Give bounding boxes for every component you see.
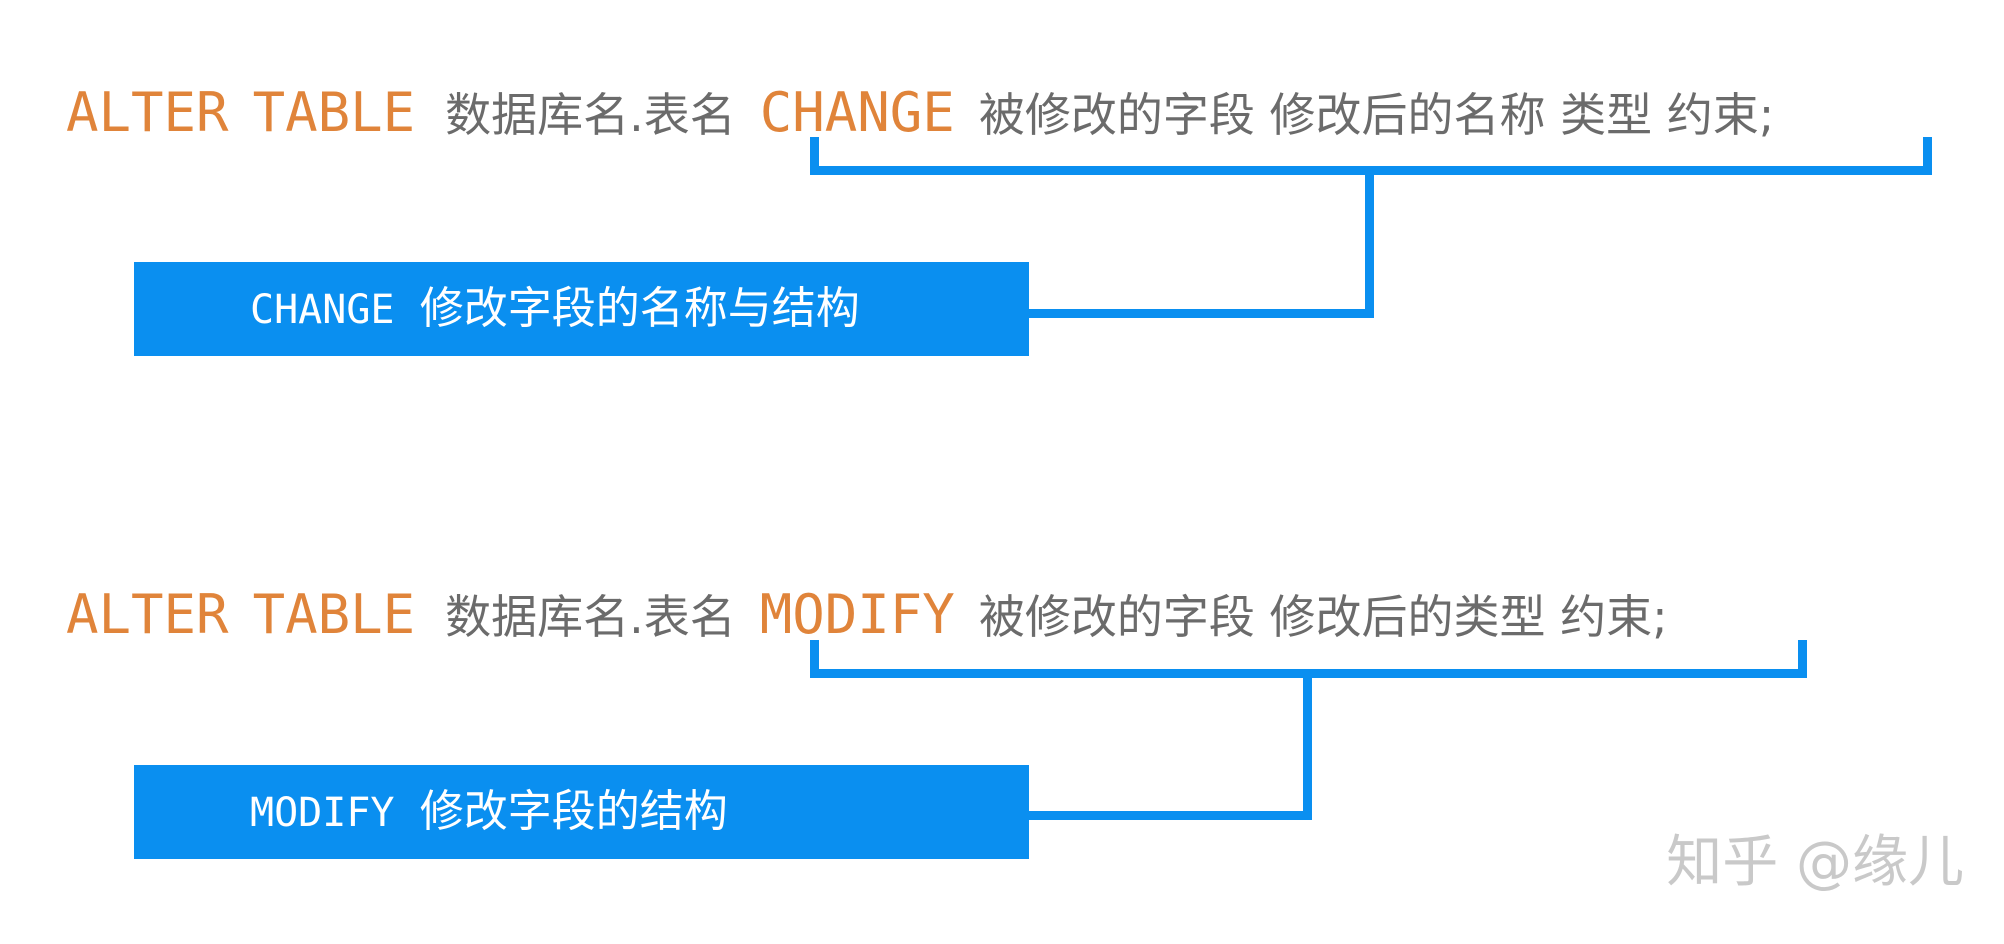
modify-callout-box: MODIFY 修改字段的结构 [134, 765, 1029, 859]
watermark-text: 知乎 @缘儿 [1666, 830, 1964, 895]
callout-change-description: 修改字段的名称与结构 [419, 283, 860, 334]
change-callout-box: CHANGE 修改字段的名称与结构 [134, 262, 1029, 356]
modify-keyword: MODIFY [759, 583, 955, 646]
modify-args-text: 被修改的字段 修改后的类型 约束; [978, 590, 1668, 644]
target-text: 数据库名.表名 [445, 590, 736, 644]
table-keyword: TABLE [252, 583, 416, 646]
alter-keyword: ALTER [66, 81, 229, 144]
change-keyword: CHANGE [759, 81, 955, 144]
callout-change-keyword: CHANGE [250, 287, 395, 333]
change-connector-horizontal [1028, 309, 1374, 318]
callout-modify-keyword: MODIFY [250, 790, 395, 836]
modify-statement: ALTER TABLE 数据库名.表名 MODIFY 被修改的字段 修改后的类型 约束; [66, 570, 1668, 660]
change-statement: ALTER TABLE 数据库名.表名 CHANGE 被修改的字段 修改后的名称 类型 … [66, 68, 1774, 158]
callout-modify-description: 修改字段的结构 [419, 786, 728, 837]
target-text: 数据库名.表名 [445, 88, 736, 142]
alter-keyword: ALTER [66, 583, 229, 646]
table-keyword: TABLE [252, 81, 416, 144]
change-connector-vertical [1365, 170, 1374, 318]
modify-connector-horizontal [1028, 811, 1312, 820]
change-args-text: 被修改的字段 修改后的名称 类型 约束; [978, 88, 1775, 142]
modify-connector-vertical [1303, 672, 1312, 820]
